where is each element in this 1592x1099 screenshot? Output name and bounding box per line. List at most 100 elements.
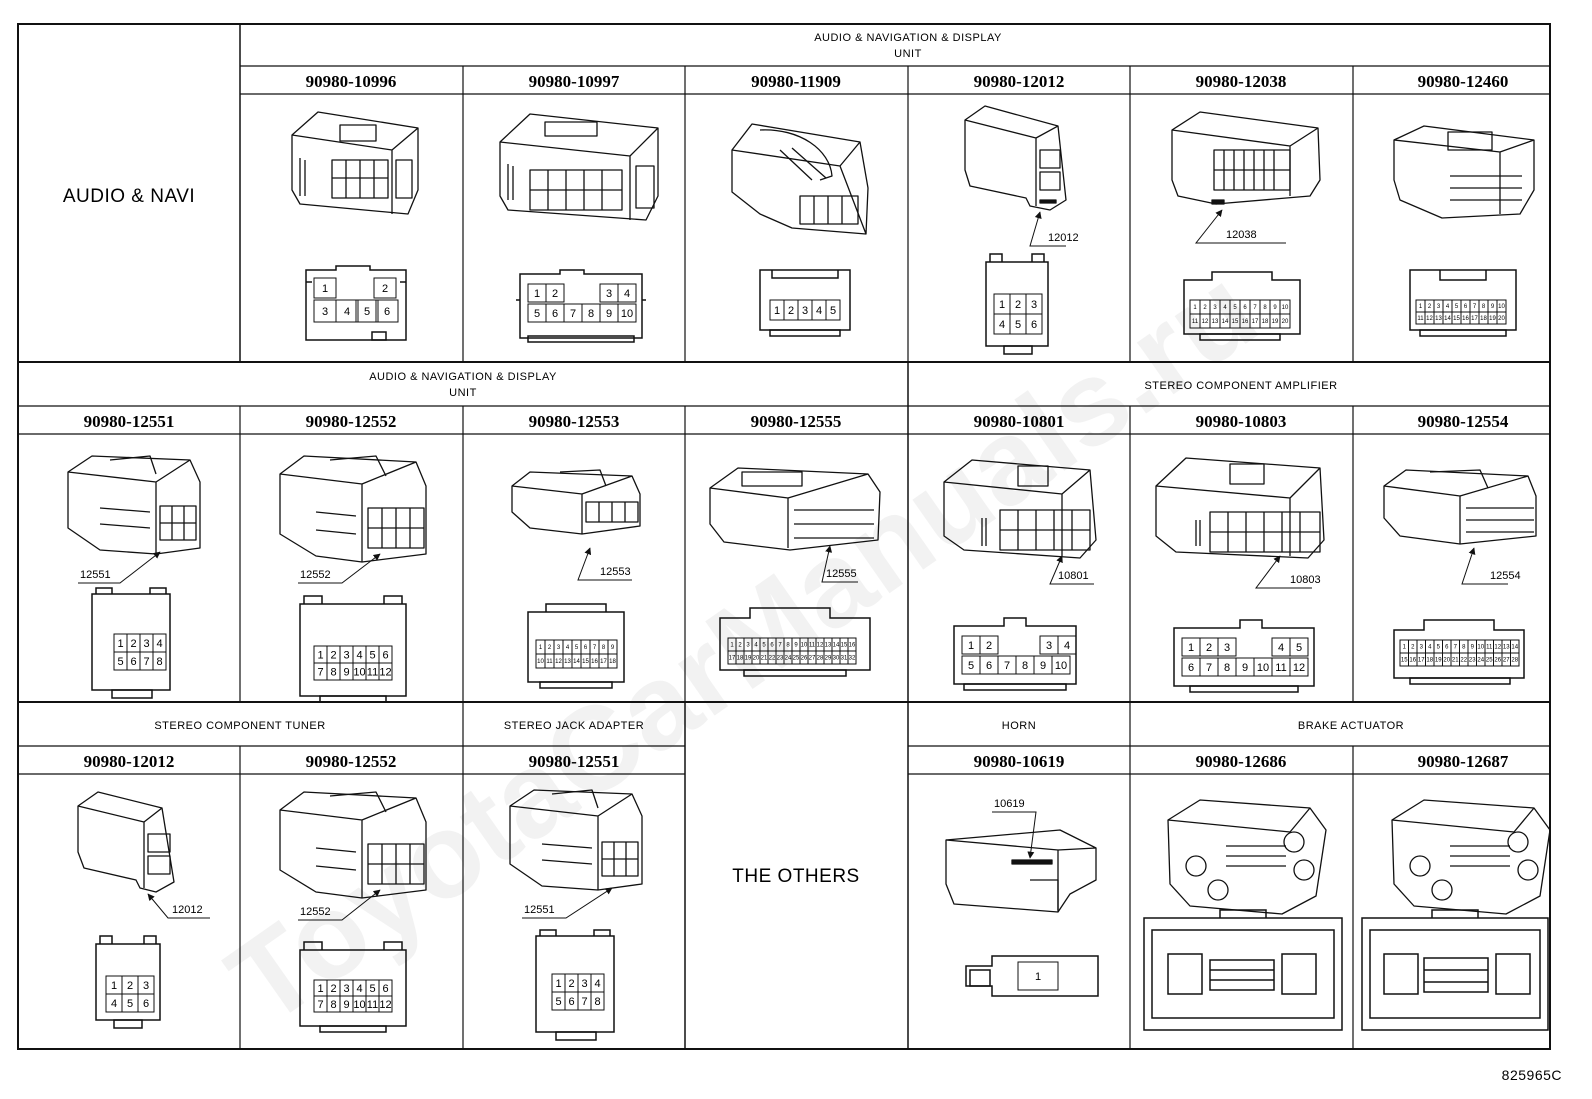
pin-number: 23: [777, 656, 784, 662]
section-title-audio-nav-unit-mid-line2: UNIT: [449, 387, 477, 399]
pin-number: 2: [1428, 304, 1432, 310]
pin-number: 1: [111, 980, 117, 992]
pin-cell: [1289, 637, 1309, 657]
pin-number: 1: [1193, 305, 1197, 311]
pin-number: 13: [1503, 645, 1510, 651]
pin-number: 8: [330, 667, 336, 679]
pin-number: 4: [1428, 645, 1432, 651]
pin-number: 2: [568, 978, 574, 990]
pin-number: 7: [143, 656, 149, 668]
pin-number: 7: [581, 996, 587, 1008]
pin-number: 8: [1224, 662, 1230, 674]
pin-face-10996: [305, 265, 407, 341]
section-titles: AUDIO & NAVIGATION & DISPLAY UNIT AUDIO …: [63, 32, 1404, 887]
pin-number: 8: [156, 656, 162, 668]
pin-number: 9: [606, 308, 612, 320]
pin-number: 4: [999, 319, 1005, 331]
pin-cell: [1057, 635, 1077, 655]
pin-number: 9: [1242, 662, 1248, 674]
pin-number: 4: [1278, 642, 1284, 654]
pin-number: 7: [1454, 645, 1458, 651]
connector-body-12687: [1391, 799, 1551, 915]
pin-number: 5: [534, 308, 540, 320]
pin-cell: [1510, 652, 1520, 667]
connector-body-12686: [1167, 799, 1327, 915]
part-number: 90980-11909: [751, 72, 841, 91]
part-number: 90980-10997: [529, 72, 620, 91]
pin-number: 5: [1437, 645, 1441, 651]
pin-number: 2: [1015, 299, 1021, 311]
pin-number: 11: [546, 659, 553, 665]
pin-number: 30: [833, 656, 840, 662]
part-number: 90980-12686: [1196, 752, 1287, 771]
pin-number: 22: [1460, 658, 1467, 664]
pin-number: 32: [849, 656, 856, 662]
pin-number: 6: [1243, 305, 1247, 311]
pin-number: 5: [1455, 304, 1459, 310]
pin-number: 8: [1482, 304, 1486, 310]
pin-number: 6: [130, 656, 136, 668]
pin-number: 11: [367, 667, 378, 679]
part-number: 90980-10619: [974, 752, 1065, 771]
pin-face-12551-jack: [535, 929, 615, 1041]
connector-body-10996: [291, 111, 419, 215]
pin-cell: [590, 991, 605, 1011]
pin-number: 9: [1491, 304, 1495, 310]
pin-number: 10: [1282, 305, 1289, 311]
connector-body-12551: [67, 455, 201, 555]
pin-number: 9: [794, 643, 798, 649]
pin-face-12012: [985, 253, 1049, 355]
pin-number: 5: [127, 998, 133, 1010]
part-number: 90980-12553: [529, 412, 620, 431]
connector-body-12038: [1171, 111, 1321, 205]
pin-number: 6: [584, 645, 588, 651]
pin-number: 8: [330, 999, 336, 1011]
part-number: 90980-12552: [306, 412, 397, 431]
pin-number: 20: [753, 656, 760, 662]
callout-label: 10801: [1058, 570, 1089, 582]
pin-number: 1: [1035, 971, 1041, 983]
pin-number: 2: [788, 305, 794, 317]
connector-body-10997: [499, 113, 659, 221]
connector-body-12012: [964, 105, 1067, 211]
pin-number: 6: [568, 996, 574, 1008]
pin-number: 7: [317, 999, 323, 1011]
pin-number: 4: [624, 288, 630, 300]
pin-number: 7: [1004, 660, 1010, 672]
pin-cell: [378, 662, 393, 681]
pin-number: 5: [1015, 319, 1021, 331]
pin-number: 10: [353, 999, 365, 1011]
pin-number: 20: [1282, 319, 1289, 325]
pin-number: 18: [609, 659, 616, 665]
pin-number: 3: [322, 306, 328, 318]
pin-cell: [1279, 313, 1291, 329]
pin-number: 12: [555, 659, 562, 665]
pin-cell: [137, 993, 155, 1013]
pin-number: 4: [1064, 640, 1070, 652]
pin-number: 12: [379, 667, 391, 679]
section-title-audio-nav-unit-mid: AUDIO & NAVIGATION & DISPLAY: [369, 371, 557, 383]
pin-number: 17: [729, 656, 736, 662]
pin-face-12460: [1409, 269, 1517, 337]
pin-number: 9: [1273, 305, 1277, 311]
callout-leaders: [78, 209, 1508, 921]
pin-number: 8: [786, 643, 790, 649]
connector-body-12553: [511, 469, 641, 535]
part-number: 90980-12552: [306, 752, 397, 771]
pin-number: 31: [841, 656, 848, 662]
pin-number: 1: [534, 288, 540, 300]
pin-number: 5: [968, 660, 974, 672]
pin-number: 9: [611, 645, 615, 651]
connector-body-10803: [1155, 457, 1325, 559]
pin-number: 12: [1202, 319, 1209, 325]
pin-number: 23: [1469, 658, 1476, 664]
part-number: 90980-12554: [1418, 412, 1509, 431]
pin-number: 2: [382, 283, 388, 295]
pin-number: 1: [968, 640, 974, 652]
pin-face-12554: [1393, 619, 1525, 685]
part-number: 90980-10996: [306, 72, 397, 91]
pin-number: 8: [594, 996, 600, 1008]
pin-number: 12: [379, 999, 391, 1011]
pin-number: 2: [1411, 645, 1415, 651]
